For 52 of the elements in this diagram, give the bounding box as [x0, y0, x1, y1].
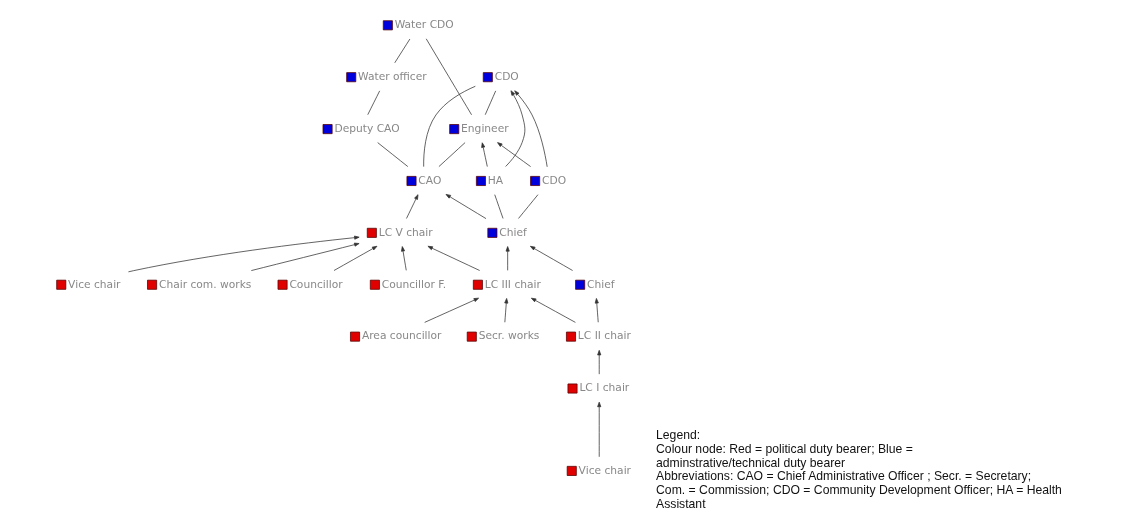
node-label: LC II chair	[577, 329, 631, 343]
arrow	[424, 297, 479, 323]
arrow	[597, 401, 602, 458]
arrow	[445, 194, 487, 219]
arrow	[333, 245, 378, 271]
node-label: CDO	[494, 70, 519, 84]
node-label: Chair com. works	[158, 277, 252, 291]
node-label: Vice chair	[68, 277, 121, 291]
node-label: HA	[487, 173, 504, 187]
connector	[423, 85, 476, 168]
node-label: CAO	[418, 173, 442, 187]
node-label: Area councillor	[361, 329, 442, 343]
connector	[394, 38, 411, 64]
connector	[438, 142, 466, 167]
label: Abbreviations: CAO = Chief Administrative Officer ; Secr. = Secretary; Com. = Commission; CDO = Community Development Officer; HA = Health Assistant	[656, 469, 1062, 511]
arrow	[594, 298, 599, 323]
label: Legend:	[656, 428, 701, 443]
arrow	[530, 245, 573, 271]
connector	[425, 38, 472, 116]
arrow	[514, 90, 548, 168]
node-label: LC III chair	[484, 277, 541, 291]
arrow	[531, 297, 576, 323]
arrow	[250, 242, 360, 271]
arrow	[505, 90, 526, 167]
node-label: Engineer	[461, 121, 509, 135]
arrow	[128, 235, 360, 273]
label: Colour node: Red = political duty bearer; Blue = adminstrative/technical duty bearer	[656, 441, 913, 470]
node-label: Water officer	[358, 70, 427, 84]
node-label: Councillor F.	[381, 277, 447, 291]
arrow	[401, 246, 407, 271]
arrow	[406, 194, 419, 219]
arrow	[427, 245, 481, 271]
node-label: Vice chair	[578, 463, 632, 477]
node-label: Chief	[587, 277, 615, 291]
node-label: LC I chair	[579, 381, 630, 395]
connector	[367, 90, 381, 116]
node-label: Secr. works	[478, 329, 540, 343]
node-label: CDO	[542, 173, 567, 187]
connector	[377, 142, 409, 167]
node-label: Chief	[499, 225, 527, 239]
arrow	[597, 349, 602, 375]
connector	[518, 194, 539, 219]
node-label: Deputy CAO	[334, 121, 400, 135]
arrow	[481, 142, 488, 167]
arrow	[505, 246, 510, 271]
arrow	[497, 142, 531, 167]
node-label: Water CDO	[394, 18, 454, 32]
connector	[494, 194, 504, 219]
node-label: Councillor	[289, 277, 343, 291]
arrow	[504, 298, 509, 323]
node-label: LC V chair	[378, 225, 433, 239]
connector	[484, 90, 497, 116]
